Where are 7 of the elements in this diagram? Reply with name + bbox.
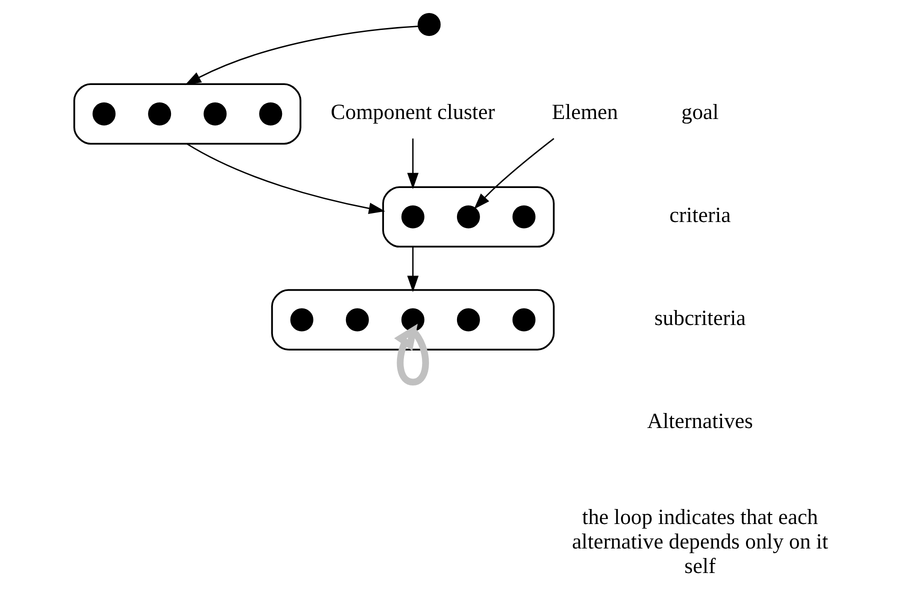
label: the loop indicates that each alternative depends only on it self xyxy=(571,505,828,578)
node-text: Elemen xyxy=(551,100,618,124)
node-text: Component cluster xyxy=(330,100,494,124)
label: criteria xyxy=(668,203,730,228)
label: goal xyxy=(680,100,718,124)
label: Alternatives xyxy=(646,408,752,433)
label: subcriteria xyxy=(654,306,746,330)
